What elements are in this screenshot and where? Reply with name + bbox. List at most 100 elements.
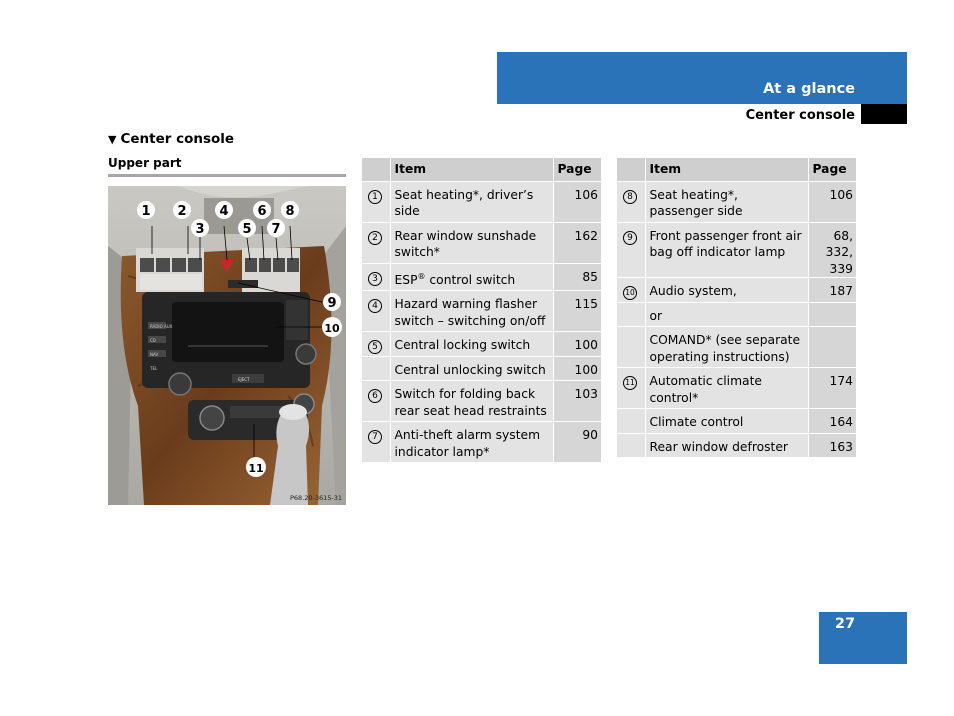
svg-text:3: 3 — [195, 222, 204, 237]
callout-3: 3 — [191, 219, 209, 237]
callout-number: 2 — [368, 230, 382, 245]
page-ref: 106 — [807, 181, 856, 223]
climate-knob-left — [199, 405, 225, 431]
svg-text:1: 1 — [141, 204, 150, 219]
chapter-header-band: At a glance — [497, 52, 907, 104]
callout-number: 9 — [623, 230, 637, 245]
callout-9: 9 — [323, 293, 341, 311]
svg-text:7: 7 — [271, 222, 280, 237]
svg-text:10: 10 — [324, 322, 340, 335]
page-ref: 100 — [552, 356, 601, 382]
page-ref: 68, 332, 339 — [807, 222, 856, 278]
callout-11: 11 — [246, 457, 266, 477]
table-header-row: Item Page — [617, 158, 856, 182]
items-table-left: Item Page 1 Seat heating*, driver’s side… — [362, 158, 601, 464]
audio-knob-right — [295, 343, 317, 365]
cd-label: CD — [150, 338, 156, 343]
table-row: COMAND* (see separate operating instruct… — [617, 326, 856, 368]
col-item-header: Item — [390, 158, 553, 182]
callout-number: 3 — [368, 271, 382, 286]
section-title: ▼Center console — [108, 131, 234, 147]
table-row: 11 Automatic climate control* 174 — [617, 367, 856, 409]
center-console-photo: RADIO AUX CD NAV TEL EJECT 1 2 3 4 5 6 7… — [108, 186, 346, 505]
callout-number: 6 — [368, 389, 382, 404]
page-ref: 115 — [552, 290, 601, 333]
item-text: or — [645, 302, 808, 327]
table-row: 9 Front passenger front air bag off indi… — [617, 222, 856, 278]
callout-7: 7 — [267, 219, 285, 237]
item-text: Seat heating*, driver’s side — [390, 181, 553, 223]
callout-number: 4 — [368, 299, 382, 314]
item-text: Seat heating*, passenger side — [645, 181, 808, 223]
table-row: 2 Rear window sunshade switch* 162 — [362, 222, 601, 264]
callout-10: 10 — [322, 317, 342, 337]
item-text: Central unlocking switch — [390, 356, 553, 382]
item-text: Front passenger front air bag off indica… — [645, 222, 808, 278]
callout-number: 10 — [623, 286, 637, 300]
page-ref: 164 — [807, 408, 856, 434]
callout-number: 5 — [368, 340, 382, 355]
table-row: 7 Anti-theft alarm system indicator lamp… — [362, 421, 601, 464]
table-row: Rear window defroster 163 — [617, 433, 856, 458]
page-ref: 85 — [552, 263, 601, 292]
item-text: Automatic climate control* — [645, 367, 808, 409]
thumb-tab-marker — [861, 104, 907, 124]
col-number-header — [617, 158, 646, 182]
table-row: or — [617, 302, 856, 327]
page-ref: 106 — [552, 181, 601, 223]
table-row: Central unlocking switch 100 — [362, 356, 601, 382]
item-text: Climate control — [645, 408, 808, 434]
col-item-header: Item — [645, 158, 808, 182]
callout-5: 5 — [238, 219, 256, 237]
table-row: 3 ESP® control switch 85 — [362, 263, 601, 292]
eject-label: EJECT — [238, 377, 250, 382]
item-text: Rear window defroster — [645, 433, 808, 458]
table-row: Climate control 164 — [617, 408, 856, 434]
triangle-down-icon: ▼ — [108, 133, 117, 146]
callout-2: 2 — [173, 201, 191, 219]
callout-6: 6 — [253, 201, 271, 219]
item-text: Anti-theft alarm system indicator lamp* — [390, 421, 553, 464]
subtitle-underline — [108, 174, 346, 177]
page-ref: 162 — [552, 222, 601, 264]
item-text: Switch for folding back rear seat head r… — [390, 380, 553, 423]
svg-text:4: 4 — [219, 204, 228, 219]
col-page-header: Page — [552, 158, 601, 182]
item-text: COMAND* (see separate operating instruct… — [645, 326, 808, 368]
page-ref: 187 — [807, 277, 856, 303]
item-text: Central locking switch — [390, 331, 553, 357]
col-page-header: Page — [807, 158, 856, 182]
subchapter-title: Center console — [745, 108, 855, 123]
nav-label: NAV — [150, 352, 158, 357]
item-text: Rear window sunshade switch* — [390, 222, 553, 264]
item-text: Hazard warning flasher switch – switchin… — [390, 290, 553, 333]
svg-text:2: 2 — [177, 204, 186, 219]
subchapter-header: Center console — [497, 104, 907, 124]
display-screen — [172, 302, 284, 362]
callout-8: 8 — [281, 201, 299, 219]
svg-text:11: 11 — [248, 462, 263, 475]
callout-number: 1 — [368, 189, 382, 204]
page-ref: 174 — [807, 367, 856, 409]
chapter-title: At a glance — [763, 81, 855, 97]
callout-number: 11 — [623, 376, 637, 390]
page-number: 27 — [834, 616, 856, 632]
figure-code: P68.20-3615-31 — [290, 494, 342, 502]
callout-4: 4 — [215, 201, 233, 219]
table-row: 8 Seat heating*, passenger side 106 — [617, 181, 856, 223]
svg-text:8: 8 — [285, 204, 294, 219]
gear-shifter — [270, 410, 310, 505]
table-row: 5 Central locking switch 100 — [362, 331, 601, 357]
page-ref: 90 — [552, 421, 601, 464]
hazard-icon — [220, 260, 234, 272]
item-text: Audio system, — [645, 277, 808, 303]
item-text: ESP® control switch — [390, 263, 553, 292]
radio-label: RADIO — [150, 324, 163, 329]
page-number-box: 27 — [819, 612, 907, 664]
svg-text:9: 9 — [327, 296, 336, 311]
callout-1: 1 — [137, 201, 155, 219]
page-ref: 100 — [552, 331, 601, 357]
page-ref: 163 — [807, 433, 856, 458]
table-header-row: Item Page — [362, 158, 601, 182]
section-title-text: Center console — [120, 131, 235, 147]
